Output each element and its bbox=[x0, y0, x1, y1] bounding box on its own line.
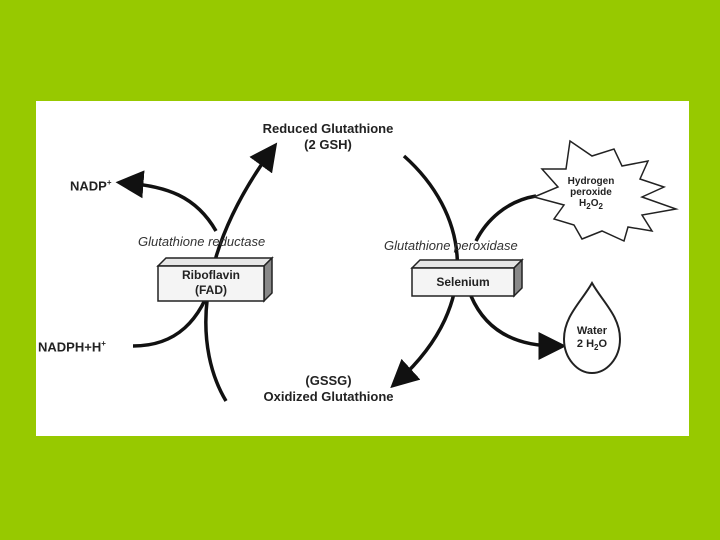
glutathione-reductase-label: Glutathione reductase bbox=[138, 234, 266, 249]
glutathione-peroxidase-label: Glutathione peroxidase bbox=[384, 238, 518, 253]
oxidized-glutathione-label: (GSSG) Oxidized Glutathione bbox=[263, 373, 394, 404]
riboflavin-box bbox=[156, 256, 274, 303]
water-label: Water 2 H2O bbox=[576, 325, 608, 353]
arrow-peroxidase-down bbox=[390, 154, 459, 389]
peroxide-starburst bbox=[531, 139, 679, 243]
nadp-label: NADP+ bbox=[70, 178, 112, 194]
arrow-h2o2-in bbox=[474, 194, 537, 242]
nadph-label: NADPH+H+ bbox=[38, 339, 106, 355]
diagram-panel: Reduced Glutathione (2 GSH) (GSSG) Oxidi… bbox=[36, 101, 689, 436]
arrow-nadp-out bbox=[115, 170, 218, 232]
hydrogen-peroxide-label: Hydrogen peroxide H2O2 bbox=[567, 176, 615, 211]
selenium-box bbox=[410, 258, 524, 298]
selenium-label: Selenium bbox=[436, 275, 490, 289]
cycle-arrows bbox=[115, 139, 679, 402]
water-drop bbox=[562, 280, 622, 375]
arrow-water-out bbox=[469, 295, 567, 360]
reduced-glutathione-label: Reduced Glutathione (2 GSH) bbox=[262, 121, 394, 152]
riboflavin-label: Riboflavin (FAD) bbox=[181, 268, 240, 297]
